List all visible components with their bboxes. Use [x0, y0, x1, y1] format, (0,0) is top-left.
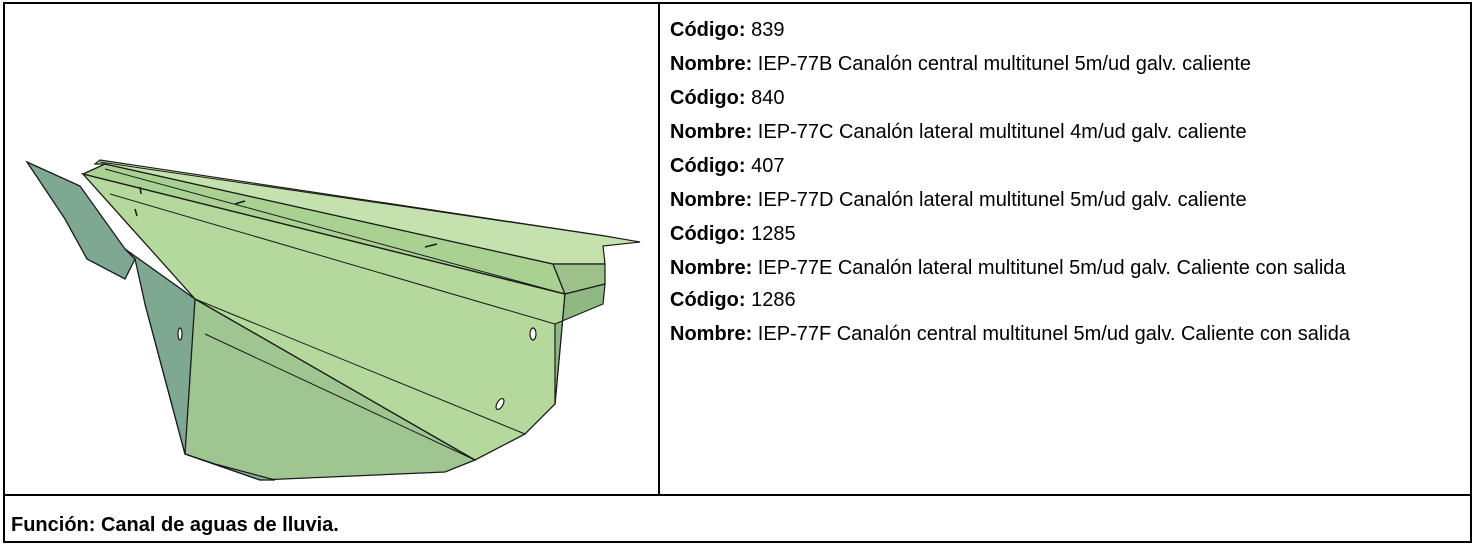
- gutter-illustration: [25, 159, 641, 481]
- codigo-line-2: Código: 840: [670, 87, 785, 109]
- codigo-value: 1285: [751, 223, 796, 245]
- gutter-left-flange: [25, 160, 136, 280]
- ridge-line-2: [109, 193, 556, 325]
- ridge-line-3: [194, 298, 526, 435]
- nombre-line-2: Nombre: IEP-77C Canalón lateral multitun…: [670, 121, 1247, 143]
- nombre-value: IEP-77C Canalón lateral multitunel 4m/ud…: [757, 121, 1247, 143]
- row-divider: [5, 494, 1470, 496]
- nombre-line-4: Nombre: IEP-77E Canalón lateral multitun…: [670, 257, 1346, 279]
- product-info-cell: Código: 839 Nombre: IEP-77B Canalón cent…: [670, 18, 1460, 354]
- ridge-line-5: [99, 161, 606, 237]
- nombre-value: IEP-77E Canalón lateral multitunel 5m/ud…: [757, 257, 1346, 279]
- gutter-end-face: [124, 248, 196, 455]
- slot-3: [234, 200, 246, 205]
- product-table: Código: 839 Nombre: IEP-77B Canalón cent…: [3, 2, 1472, 543]
- nombre-value: IEP-77F Canalón central multitunel 5m/ud…: [757, 323, 1350, 345]
- ridge-line-1: [104, 168, 566, 295]
- codigo-value: 407: [751, 155, 785, 177]
- gutter-base: [184, 453, 276, 481]
- nombre-value: IEP-77B Canalón central multitunel 5m/ud…: [757, 53, 1252, 75]
- bolt-hole-2: [495, 397, 505, 411]
- codigo-value: 1286: [751, 289, 796, 311]
- codigo-line-5: Código: 1286: [670, 289, 796, 311]
- codigo-line-1: Código: 839: [670, 19, 785, 41]
- slot-4: [424, 243, 438, 248]
- codigo-line-4: Código: 1285: [670, 223, 796, 245]
- product-image-cell: [5, 4, 658, 494]
- ridge-line-4: [204, 333, 476, 461]
- slot-1: [139, 186, 142, 195]
- gutter-top-flange: [93, 159, 641, 265]
- bolt-hole-1: [529, 327, 537, 341]
- codigo-line-3: Código: 407: [670, 155, 785, 177]
- codigo-value: 839: [751, 19, 785, 41]
- nombre-line-5: Nombre: IEP-77F Canalón central multitun…: [670, 323, 1350, 345]
- codigo-value: 840: [751, 87, 785, 109]
- slot-2: [134, 208, 138, 217]
- nombre-value: IEP-77D Canalón lateral multitunel 5m/ud…: [757, 189, 1247, 211]
- gutter-right-side: [554, 283, 606, 405]
- bolt-hole-3: [177, 327, 183, 341]
- nombre-line-1: Nombre: IEP-77B Canalón central multitun…: [670, 53, 1252, 75]
- function-description: Función: Canal de aguas de lluvia.: [11, 514, 339, 536]
- column-divider: [658, 4, 660, 494]
- nombre-line-3: Nombre: IEP-77D Canalón lateral multitun…: [670, 189, 1247, 211]
